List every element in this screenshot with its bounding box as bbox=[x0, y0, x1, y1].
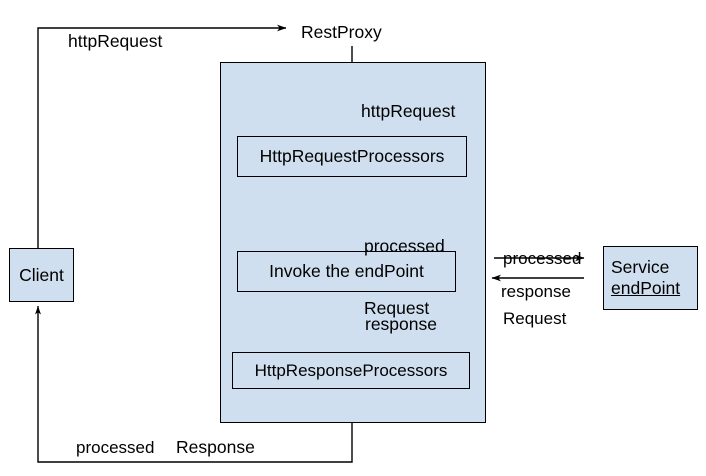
node-service-endpoint[interactable]: Service endPoint bbox=[603, 246, 698, 310]
node-service-endpoint-label-line1: Service bbox=[611, 257, 670, 277]
connector-response-processors-to-client bbox=[35, 306, 353, 463]
node-restproxy-label: RestProxy bbox=[301, 22, 382, 42]
edge-label-request-processors-to-invoke: processed Request bbox=[364, 195, 445, 360]
node-invoke-endpoint[interactable]: Invoke the endPoint bbox=[237, 251, 456, 292]
edge-label-client-to-proxy: httpRequest bbox=[68, 31, 163, 51]
node-http-response-processors-label: HttpResponseProcessors bbox=[254, 360, 448, 380]
edge-label-invoke-to-service: processed Request bbox=[503, 209, 581, 369]
edge-label-proxy-to-client-part1: processed bbox=[76, 438, 155, 457]
edge-label-request-processors-to-invoke-line1: processed bbox=[364, 236, 445, 257]
connector-client-to-restproxy bbox=[37, 24, 287, 248]
node-invoke-endpoint-label: Invoke the endPoint bbox=[269, 261, 424, 281]
node-http-request-processors-label: HttpRequestProcessors bbox=[259, 146, 445, 166]
edge-label-proxy-to-request-processors: httpRequest bbox=[361, 101, 456, 121]
edge-label-service-to-invoke: response bbox=[501, 282, 571, 301]
edge-label-invoke-to-service-line1: processed bbox=[503, 249, 582, 269]
edge-label-invoke-to-service-line2: Request bbox=[503, 309, 567, 329]
edge-label-invoke-to-response-processors: response bbox=[365, 314, 437, 334]
edge-label-request-processors-to-invoke-line2: Request bbox=[364, 298, 430, 319]
node-client[interactable]: Client bbox=[9, 248, 74, 302]
node-http-response-processors[interactable]: HttpResponseProcessors bbox=[232, 352, 470, 389]
edge-label-proxy-to-client-part2: Response bbox=[176, 437, 255, 457]
node-client-label: Client bbox=[19, 264, 64, 285]
node-http-request-processors[interactable]: HttpRequestProcessors bbox=[237, 136, 467, 177]
node-service-endpoint-label-line2: endPoint bbox=[611, 278, 681, 298]
